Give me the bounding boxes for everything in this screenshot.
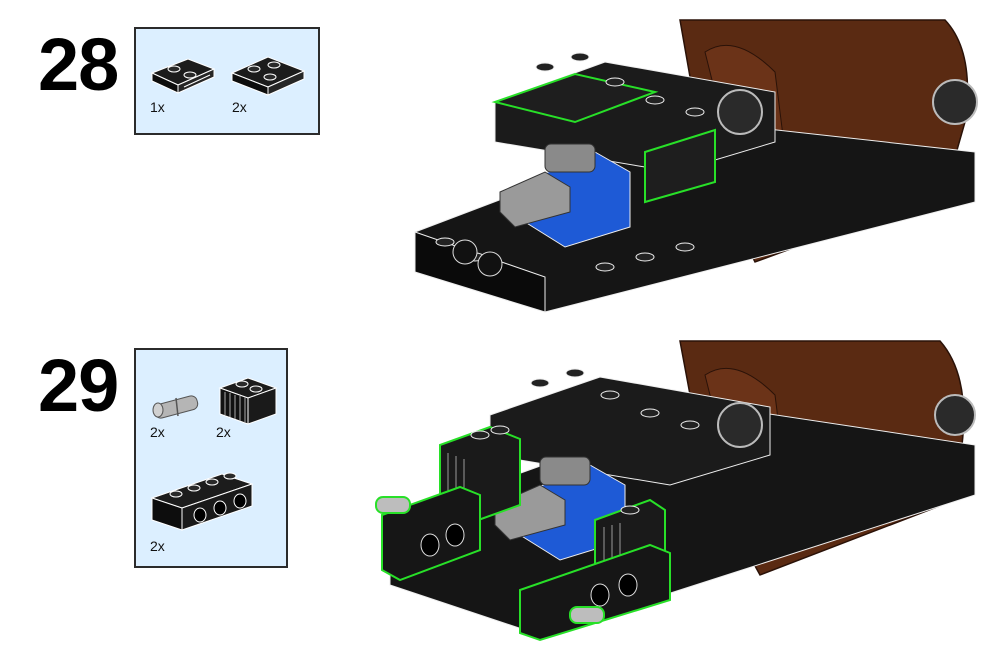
step-number: 28 bbox=[38, 23, 119, 106]
parts-list: 2x 2x bbox=[134, 348, 288, 568]
part-quantity: 2x bbox=[232, 99, 247, 115]
step-29: 29 2x 2x bbox=[0, 325, 1000, 650]
part-quantity: 2x bbox=[216, 424, 231, 440]
part-quantity: 2x bbox=[150, 538, 165, 554]
gray-technic-pin-icon bbox=[152, 395, 199, 419]
black-technic-brick-1x4-icon bbox=[150, 472, 254, 531]
car-chassis-step-28-icon bbox=[414, 19, 978, 313]
parts-list: 1x 2x bbox=[134, 27, 320, 135]
part-quantity: 2x bbox=[150, 424, 165, 440]
step-28: 28 1x 2x bbox=[38, 19, 978, 313]
black-plate-1x2-with-rail-icon bbox=[150, 58, 216, 94]
part-quantity: 1x bbox=[150, 99, 165, 115]
step-number: 29 bbox=[38, 344, 119, 427]
black-plate-2x2-corner-icon bbox=[230, 56, 306, 96]
black-grille-brick-1x2-icon bbox=[218, 377, 278, 425]
car-chassis-step-29-icon bbox=[375, 340, 976, 642]
